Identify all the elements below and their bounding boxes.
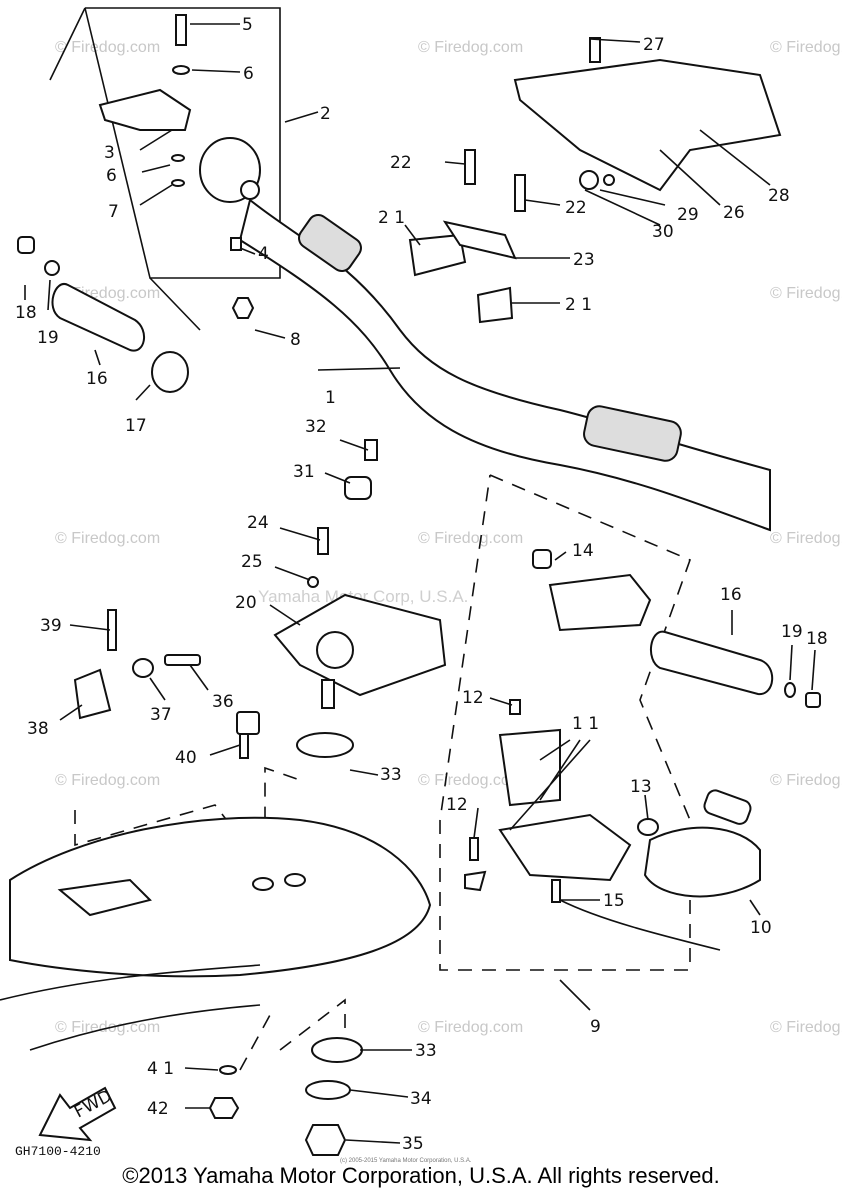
- callout-18: 18: [806, 629, 828, 649]
- leader-lines: [24, 23, 816, 1144]
- callout-38: 38: [27, 719, 49, 739]
- watermark: © Firedog.com: [55, 39, 160, 56]
- left-misc-parts: [73, 609, 260, 759]
- drawing-code: GH7100-4210: [15, 1144, 101, 1159]
- switch-assembly-box: [439, 474, 692, 971]
- callout-7: 7: [108, 202, 119, 222]
- callout-10: 10: [750, 918, 772, 938]
- callout-41: 4 1: [147, 1059, 174, 1079]
- watermark: © Firedog.com: [55, 530, 160, 547]
- callout-33: 33: [415, 1041, 437, 1061]
- copyright-notice: ©2013 Yamaha Motor Corporation, U.S.A. A…: [122, 1163, 720, 1188]
- callout-8: 8: [290, 330, 301, 350]
- watermark: © Firedog.com: [418, 39, 523, 56]
- callout-16: 16: [86, 369, 108, 389]
- watermark: © Firedog.com: [770, 772, 842, 789]
- lever-assembly-leader: [49, 7, 201, 331]
- callout-16: 16: [720, 585, 742, 605]
- watermark: © Firedog.com: [770, 285, 842, 302]
- callout-5: 5: [242, 15, 253, 35]
- callout-21: 2 1: [378, 208, 405, 228]
- grips: [17, 236, 821, 708]
- upper-right-brackets: [408, 37, 782, 324]
- fine-print: (c) 2005-2015 Yamaha Motor Corporation, …: [340, 1158, 472, 1164]
- watermark: © Firedog.com: [418, 772, 523, 789]
- watermark: © Firedog.com: [418, 530, 523, 547]
- callout-42: 42: [147, 1099, 169, 1119]
- callout-12: 12: [462, 688, 484, 708]
- callout-19: 19: [37, 328, 59, 348]
- watermarks: © Firedog.com © Firedog.com © Firedog.co…: [55, 39, 842, 1036]
- callout-11: 1 1: [572, 714, 599, 734]
- lever-assembly-box: [84, 7, 281, 279]
- callouts: 5 6 2 3 6 7 4 8 18 19 16 17 27 22 22 2 1…: [15, 15, 828, 1154]
- callout-29: 29: [677, 205, 699, 225]
- callout-23: 23: [573, 250, 595, 270]
- callout-3: 3: [104, 143, 115, 163]
- callout-18: 18: [15, 303, 37, 323]
- watermark: © Firedog.com: [770, 1019, 842, 1036]
- handlebar: [238, 198, 771, 532]
- left-switch-housing: [98, 14, 261, 319]
- callout-39: 39: [40, 616, 62, 636]
- callout-35: 35: [402, 1134, 424, 1154]
- bottom-stack: [38, 1037, 363, 1156]
- center-bracket: [273, 439, 447, 758]
- callout-15: 15: [603, 891, 625, 911]
- watermark: © Firedog.com: [770, 530, 842, 547]
- callout-22: 22: [565, 198, 587, 218]
- callout-33: 33: [380, 765, 402, 785]
- callout-30: 30: [652, 222, 674, 242]
- callout-36: 36: [212, 692, 234, 712]
- callout-9: 9: [590, 1017, 601, 1037]
- callout-1: 1: [325, 388, 336, 408]
- callout-26: 26: [723, 203, 745, 223]
- callout-4: 4: [258, 244, 269, 264]
- watermark: © Firedog.com: [770, 39, 842, 56]
- callout-19: 19: [781, 622, 803, 642]
- callout-20: 20: [235, 593, 257, 613]
- hull-cover: [0, 816, 432, 1051]
- watermark-corp: Yamaha Motor Corp, U.S.A.: [258, 587, 468, 606]
- callout-28: 28: [768, 186, 790, 206]
- callout-17: 17: [125, 416, 147, 436]
- callout-25: 25: [241, 552, 263, 572]
- callout-32: 32: [305, 417, 327, 437]
- watermark: © Firedog.com: [55, 772, 160, 789]
- watermark: © Firedog.com: [418, 1019, 523, 1036]
- callout-40: 40: [175, 748, 197, 768]
- callout-13: 13: [630, 777, 652, 797]
- callout-34: 34: [410, 1089, 432, 1109]
- callout-2: 2: [320, 104, 331, 124]
- callout-12: 12: [446, 795, 468, 815]
- callout-14: 14: [572, 541, 594, 561]
- callout-21: 2 1: [565, 295, 592, 315]
- callout-6: 6: [106, 166, 117, 186]
- callout-24: 24: [247, 513, 269, 533]
- callout-27: 27: [643, 35, 665, 55]
- callout-37: 37: [150, 705, 172, 725]
- callout-22: 22: [390, 153, 412, 173]
- callout-31: 31: [293, 462, 315, 482]
- lower-leader-2: [239, 998, 346, 1071]
- right-switch-assembly: [464, 549, 761, 951]
- assembly-outlines: [49, 7, 692, 1071]
- callout-6: 6: [243, 64, 254, 84]
